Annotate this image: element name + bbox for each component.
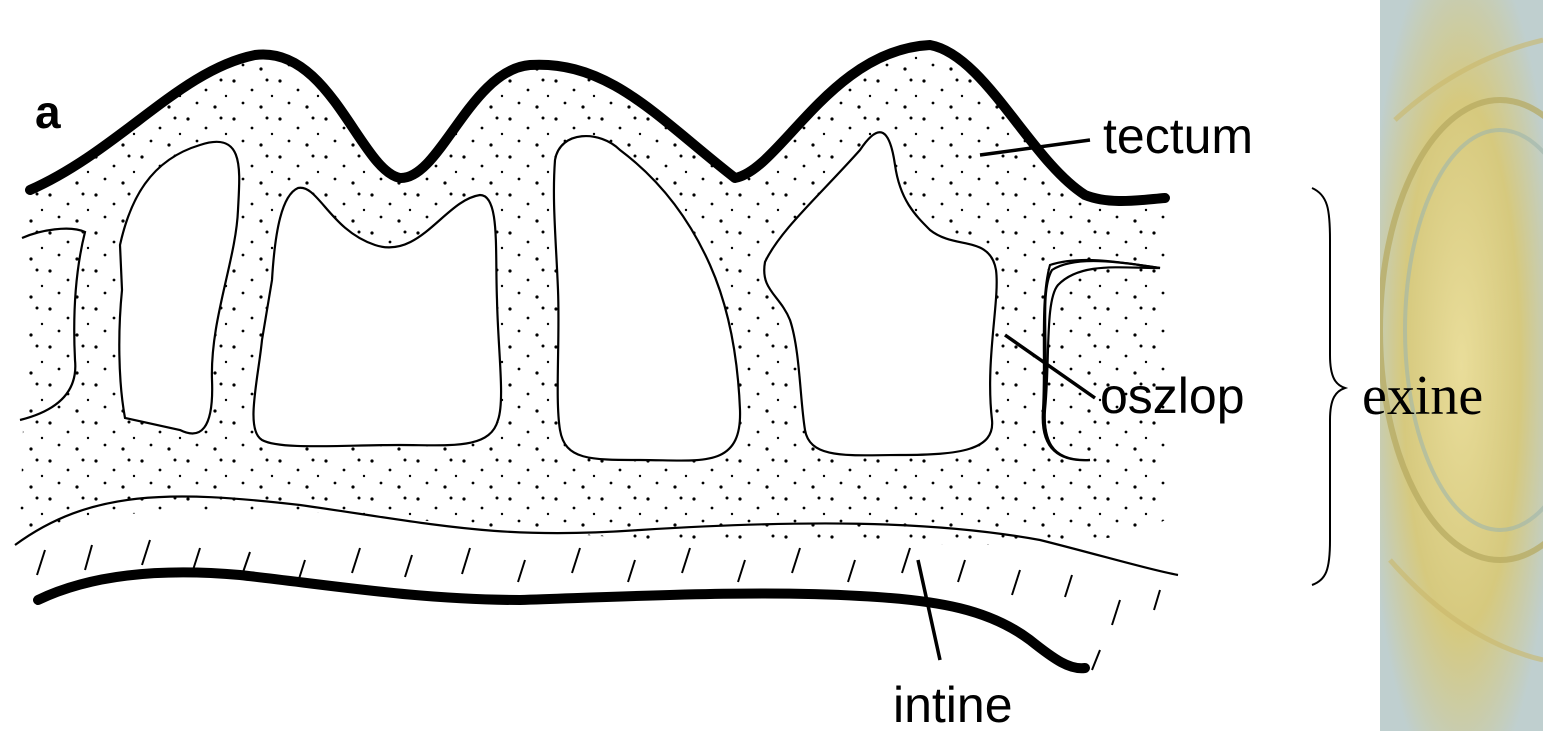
label-exine-overlay: exine [1362,365,1483,427]
